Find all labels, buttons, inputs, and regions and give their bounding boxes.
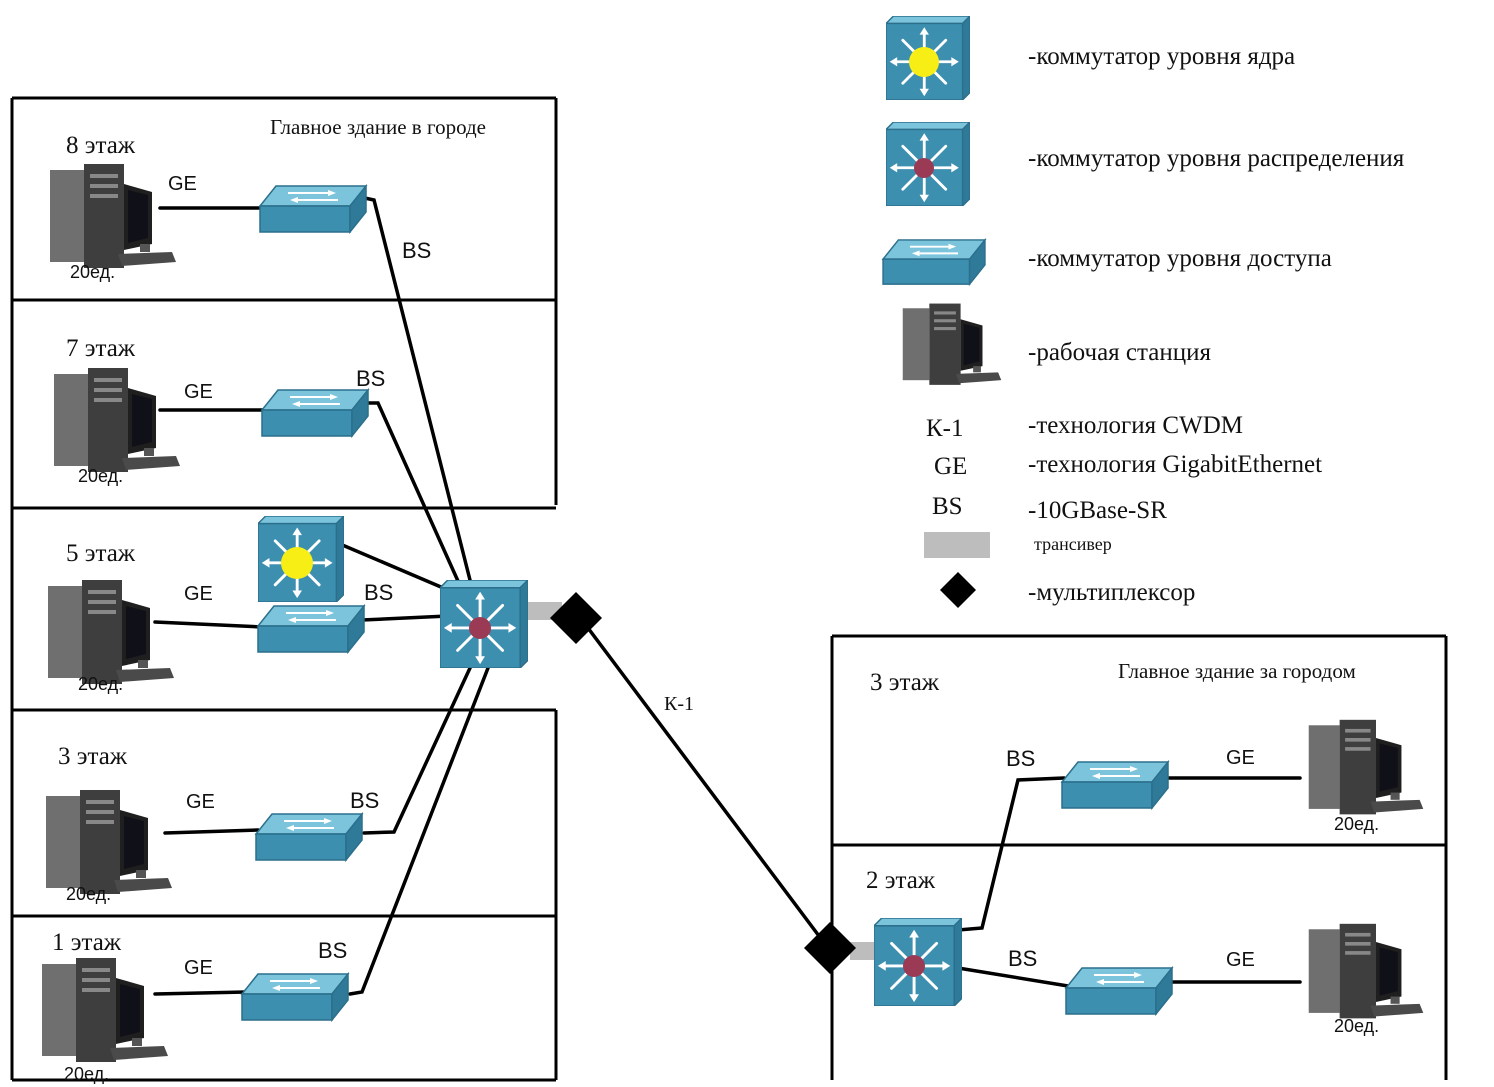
suburb-building xyxy=(830,634,1448,1080)
legend: -коммутатор уровня ядра -коммутатор уров… xyxy=(882,16,1405,608)
floor-8-label: 8 этаж xyxy=(66,132,136,159)
distribution-switch-icon xyxy=(440,580,528,668)
floor-5-ge: GE xyxy=(184,583,213,605)
legend-transceiver-text: трансивер xyxy=(1034,534,1112,554)
workstation-icon xyxy=(48,580,174,684)
floor-3-count: 20ед. xyxy=(66,884,111,904)
workstation-icon xyxy=(54,368,180,472)
legend-access-switch-text: -коммутатор уровня доступа xyxy=(1028,245,1332,272)
transceiver-city xyxy=(522,602,562,620)
suburb-floor-3-ge: GE xyxy=(1226,747,1255,769)
transceiver-suburb xyxy=(850,942,880,960)
floor-8-count: 20ед. xyxy=(70,262,115,282)
floor-8-ge: GE xyxy=(168,173,197,195)
floor-5-bs: BS xyxy=(364,580,393,605)
legend-distribution-switch-text: -коммутатор уровня распределения xyxy=(1028,145,1405,172)
legend-access-switch-icon xyxy=(882,238,986,286)
suburb-floor-2-ge: GE xyxy=(1226,949,1255,971)
legend-k1-desc: -технология CWDM xyxy=(1028,412,1243,439)
floor-3-bs: BS xyxy=(350,788,379,813)
workstation-icon xyxy=(50,164,176,268)
floor-1-label: 1 этаж xyxy=(52,929,122,956)
floor-8-bs: BS xyxy=(402,238,431,263)
legend-distribution-switch-icon xyxy=(886,122,970,206)
floor-1-count: 20ед. xyxy=(64,1064,109,1084)
floor-7-count: 20ед. xyxy=(78,466,123,486)
suburb-floor-3-bs: BS xyxy=(1006,746,1035,771)
suburb-building-title: Главное здание за городом xyxy=(1118,659,1356,683)
distribution-switch-icon xyxy=(874,918,962,1006)
floor-3-label: 3 этаж xyxy=(58,743,128,770)
floor-5-count: 20ед. xyxy=(78,674,123,694)
floor-1-ge: GE xyxy=(184,957,213,979)
multiplexer-suburb xyxy=(804,922,856,974)
suburb-floor-2-label: 2 этаж xyxy=(866,867,936,894)
access-switch-icon xyxy=(259,185,367,233)
floor-3-ge: GE xyxy=(186,791,215,813)
city-building xyxy=(10,96,558,1082)
workstation-icon xyxy=(1308,719,1424,815)
suburb-floor-2-bs: BS xyxy=(1008,946,1037,971)
legend-core-switch-text: -коммутатор уровня ядра xyxy=(1028,43,1295,70)
multiplexer-city xyxy=(550,592,602,644)
workstation-icon xyxy=(1308,923,1424,1019)
suburb-floor-2-count: 20ед. xyxy=(1334,1016,1379,1036)
city-building-title: Главное здание в городе xyxy=(270,115,486,139)
access-switch-icon xyxy=(1065,967,1173,1015)
legend-multiplexer-text: -мультиплексор xyxy=(1028,579,1195,606)
legend-k1-code: К-1 xyxy=(926,415,964,442)
legend-transceiver-swatch xyxy=(924,532,990,558)
floor-5-label: 5 этаж xyxy=(66,540,136,567)
legend-ge-desc: -технология GigabitEthernet xyxy=(1028,451,1322,478)
legend-ge-code: GE xyxy=(934,453,967,480)
access-switch-icon xyxy=(241,973,349,1021)
legend-workstation-icon xyxy=(902,303,1002,385)
legend-bs-code: BS xyxy=(932,493,963,520)
legend-workstation-text: -рабочая станция xyxy=(1028,339,1211,366)
access-switch-icon xyxy=(255,813,363,861)
legend-multiplexer-icon xyxy=(940,572,976,608)
legend-core-switch-icon xyxy=(886,16,970,100)
access-switch-icon xyxy=(261,389,369,437)
workstation-icon xyxy=(46,790,172,894)
floor-7-label: 7 этаж xyxy=(66,335,136,362)
floor-7-ge: GE xyxy=(184,381,213,403)
core-switch-icon xyxy=(258,516,344,602)
link-k1-label: К-1 xyxy=(664,693,694,715)
floor-1-bs: BS xyxy=(318,938,347,963)
workstation-icon xyxy=(42,958,168,1062)
suburb-floor-3-count: 20ед. xyxy=(1334,814,1379,834)
access-switch-icon xyxy=(1061,761,1169,809)
legend-bs-desc: -10GBase-SR xyxy=(1028,497,1167,524)
suburb-floor-3-label: 3 этаж xyxy=(870,669,940,696)
access-switch-icon xyxy=(257,605,365,653)
floor-7-bs: BS xyxy=(356,366,385,391)
